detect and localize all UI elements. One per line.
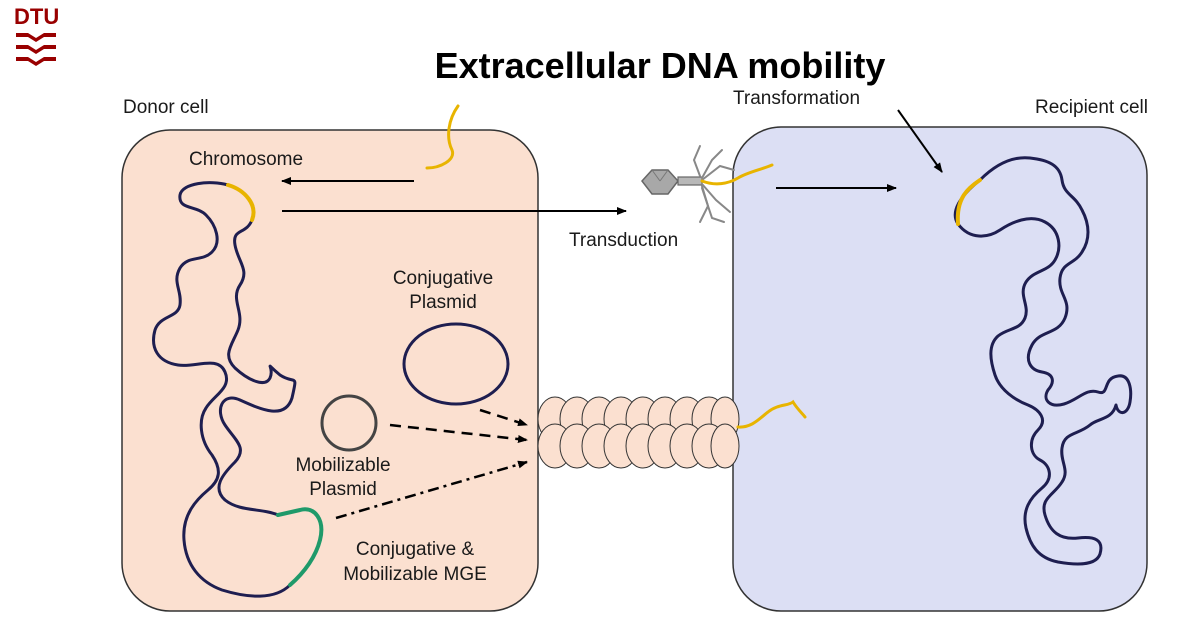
donor-cell-label: Donor cell: [123, 97, 209, 118]
dtu-logo: DTU: [14, 4, 59, 66]
mge-label-line2: Mobilizable MGE: [343, 564, 487, 585]
recipient-cell: [732, 126, 1148, 612]
mobilizable-plasmid-label-line2: Plasmid: [309, 479, 377, 500]
conjugation-pilus: [537, 396, 740, 469]
mobilizable-plasmid: [320, 394, 378, 452]
conjugative-plasmid-label-line2: Plasmid: [409, 292, 477, 313]
bacteriophage-icon: [641, 145, 774, 223]
donor-cell: [121, 129, 539, 612]
mge-segment: [276, 507, 324, 587]
mobilizable-plasmid-arrow: [389, 423, 528, 443]
dtu-logo-text: DTU: [14, 4, 59, 29]
donor-chromosome-yellow-segment: [226, 183, 256, 222]
mge-arrow: [335, 460, 528, 520]
chromosome-label: Chromosome: [189, 149, 303, 170]
recipient-chromosome: [953, 156, 1133, 566]
conjugative-plasmid-label-line1: Conjugative: [393, 268, 493, 289]
conjugative-plasmid: [402, 322, 510, 406]
dtu-logo-bars-icon: [16, 33, 56, 66]
transduction-label: Transduction: [569, 230, 678, 251]
mobilizable-plasmid-label-line1: Mobilizable: [295, 455, 390, 476]
mge-label-line1: Conjugative &: [356, 539, 475, 560]
page-title: Extracellular DNA mobility: [435, 45, 886, 86]
conjugative-plasmid-arrow: [479, 408, 528, 427]
free-dna-fragment: [425, 104, 460, 170]
transformation-arrow: [897, 109, 943, 173]
pilus-dna-strand: [736, 399, 807, 429]
transformation-label: Transformation: [733, 88, 860, 109]
recipient-chromosome-yellow-segment: [955, 178, 982, 226]
recipient-cell-label: Recipient cell: [1035, 97, 1148, 118]
